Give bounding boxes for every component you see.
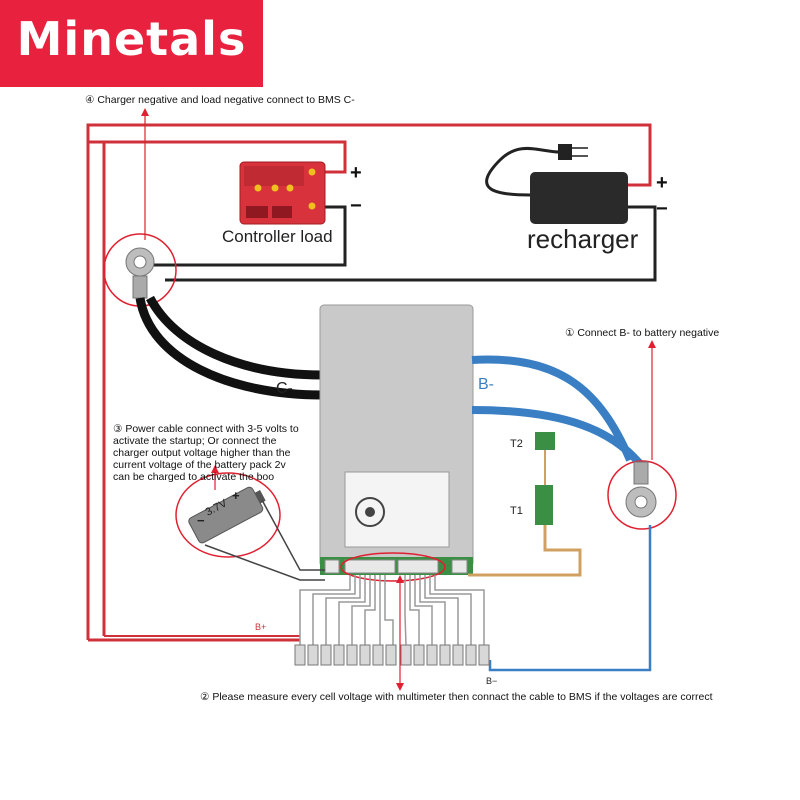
step4-annotation: ④ Charger negative and load negative con… [85, 94, 355, 106]
brand-logo [0, 0, 263, 87]
charger-plus-terminal: + [656, 172, 668, 194]
battery-plus: + [232, 488, 240, 503]
controller-load-label: Controller load [222, 227, 333, 246]
b-minus-blue-label: B- [478, 376, 494, 393]
brand-logo-text: Minetals [16, 12, 247, 66]
load-minus-terminal: − [350, 195, 362, 217]
t1-label: T1 [510, 505, 523, 517]
step1-annotation: ① Connect B- to battery negative [565, 327, 720, 339]
battery-minus: − [197, 513, 205, 528]
b-minus-bottom-label: B− [486, 676, 498, 686]
recharger-label: recharger [527, 224, 639, 254]
load-plus-terminal: + [350, 162, 362, 184]
c-minus-label: C- [276, 380, 293, 397]
charger-minus-terminal: − [656, 198, 668, 220]
b-plus-label: B+ [255, 622, 267, 632]
step3-annotation: ③ Power cable connect with 3-5 volts to … [113, 423, 299, 483]
step2-annotation: ② Please measure every cell voltage with… [200, 691, 713, 703]
t2-label: T2 [510, 438, 523, 450]
